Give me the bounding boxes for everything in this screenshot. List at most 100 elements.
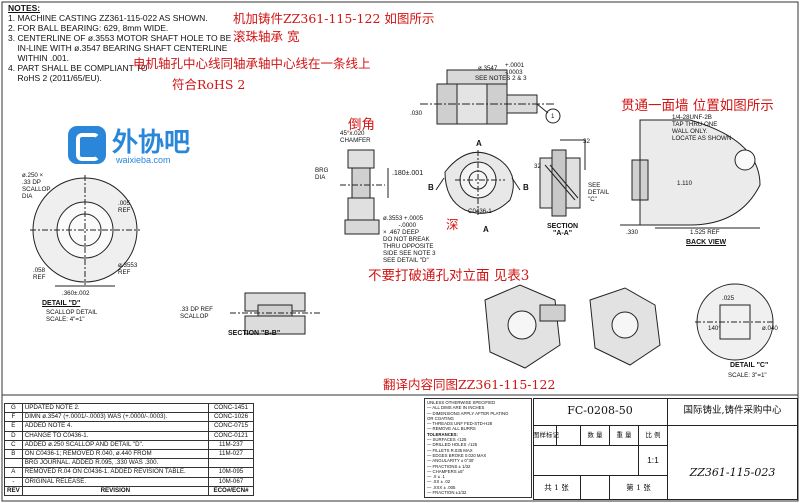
total-sheets-cell: 共 1 张: [533, 476, 581, 500]
table-row: - ORIGINAL RELEASE. 10M-067: [4, 476, 254, 487]
hdr-cell: [557, 426, 581, 446]
rev-eco: 10M-095: [208, 467, 254, 478]
detail-c-title: DETAIL "C": [730, 362, 769, 369]
tol-line: — CHAMFERS ±5°: [427, 468, 465, 474]
rev-cell: F: [4, 412, 23, 423]
dim-brg-dia: BRG DIA: [315, 167, 329, 181]
section-aa-title: SECTION "A-A": [547, 223, 579, 237]
table-row: B ON C0436-1; REMOVED R.040, ø.440 FROM …: [4, 448, 254, 460]
dim-tap-note: 1/4-28UNF-2B TAP THRU ONE WALL ONLY. LOC…: [672, 114, 732, 142]
detail-c-reference: SEE DETAIL "C": [588, 182, 610, 203]
hdr-label: 重 量: [616, 431, 632, 439]
hdr-label: 比 例: [645, 431, 661, 439]
hdr-cell: 比 例: [639, 426, 668, 446]
hdr-cell: 图样标记: [533, 426, 559, 446]
rev-desc: ADDED NOTE 4.: [21, 421, 210, 432]
table-row: G UPDATED NOTE 2. CONC-1451: [4, 402, 254, 414]
tolerance-block: UNLESS OTHERWISE SPECIFIED — ALL DIMS AR…: [424, 398, 532, 498]
logo-url: waixieba.com: [116, 155, 171, 165]
rev-eco: 11M-027: [208, 448, 254, 460]
cn-annotation-3: 电机轴孔中心线同轴承轴中心线在一条线上: [133, 56, 371, 71]
note-line-4: IN-LINE WITH ø.3547 BEARING SHAFT CENTER…: [8, 43, 228, 53]
table-row: C ADDED ø.250 SCALLOP AND DETAIL "D". 11…: [4, 439, 254, 450]
dim-ref-005: .005 REF: [118, 200, 131, 214]
detail-d-title: DETAIL "D": [42, 300, 81, 307]
rev-cell: B: [4, 448, 23, 460]
section-bb-title: SECTION "B-B": [228, 330, 281, 337]
sheet-number: 第 1 张: [626, 483, 651, 492]
section-mark-a2: A: [483, 225, 489, 234]
rev-desc: CHANGE TO C0436-1.: [21, 430, 210, 441]
dim-140deg: 140°: [708, 325, 721, 332]
tol-line: — THREADS UNF FED-STD-H28: [427, 421, 493, 427]
rev-desc: REMOVED R.04 ON C0436-1. ADDED REVISION …: [21, 467, 210, 478]
table-header-row: REV REVISION ECO#/ECN#: [4, 485, 254, 496]
hdr-cell: 数 量: [581, 426, 610, 446]
dim-bearing-tol: +.0001 -.0003: [505, 62, 525, 76]
detail-d-subtitle: SCALLOP DETAIL SCALE: 4"=1": [46, 309, 98, 323]
tol-line: — FRACTIONS ± 1/32: [427, 463, 471, 469]
rev-desc: ADDED ø.250 SCALLOP AND DETAIL "D".: [21, 439, 210, 450]
empty-cell: [581, 476, 610, 500]
rev-cell: D: [4, 430, 23, 441]
cn-annotation-1: 机加铸件ZZ361-115-122 如图所示: [233, 11, 435, 26]
tol-line: — EDGES BROKE 0.020 MAX: [427, 452, 487, 458]
note-line-2: 2. FOR BALL BEARING: 629, 8mm WIDE.: [8, 23, 169, 33]
tol-line: — DIMENSIONS APPLY AFTER PLATING: [427, 410, 509, 416]
cn-annotation-9: 翻译内容同图ZZ361-115-122: [383, 377, 556, 392]
back-view-title: BACK VIEW: [686, 239, 727, 246]
revision-header: REVISION: [21, 485, 210, 496]
dim-bearing-dia: ø.3547: [478, 65, 498, 72]
note-line-6: 4. PART SHALL BE COMPLIANT TO: [8, 63, 148, 73]
table-row: BRG JOURNAL. ADDED R.095, .330 WAS .300.: [4, 458, 254, 469]
tol-line: — DRILLED HOLES √125: [427, 442, 478, 448]
rev-eco: CONC-1026: [208, 412, 254, 423]
total-sheets: 共 1 张: [544, 483, 569, 492]
dim-180: .180±.001: [392, 170, 424, 177]
part-number: FC-0208-50: [567, 404, 633, 417]
rev-header: REV: [4, 485, 23, 496]
rev-cell: C: [4, 439, 23, 450]
dim-025: .025: [722, 295, 735, 302]
tol-line: — FILLETS R.035 MAX: [427, 447, 473, 453]
detail-c-subtitle: SCALE: 3"=1": [728, 372, 767, 379]
cn-annotation-6: 贯通一面墙 位置如图所示: [621, 98, 774, 114]
dim-motor-hole: ø.3553 +.0005 -.0000 × .467 DEEP DO NOT …: [383, 215, 436, 264]
title-block: [533, 398, 798, 500]
dim-1110: 1.110: [677, 180, 693, 187]
notes-heading: NOTES:: [8, 3, 41, 13]
dim-ref-058: .058 REF: [33, 267, 46, 281]
tol-line: — .XXX ± .005: [427, 484, 456, 490]
rev-eco: [208, 458, 254, 469]
rev-eco: 11M-237: [208, 439, 254, 450]
rev-eco: CONC-0715: [208, 421, 254, 432]
rev-desc: DIMN ø.3547 (+.0001/-.0003) WAS (+.0000/…: [21, 412, 210, 423]
balloon-label: 1: [551, 113, 555, 120]
table-row: D CHANGE TO C0436-1. CONC-0121: [4, 430, 254, 441]
rev-eco: CONC-1451: [208, 402, 254, 414]
table-row: F DIMN ø.3547 (+.0001/-.0003) WAS (+.000…: [4, 412, 254, 423]
tol-line: — ANGULARITY ± 0°30': [427, 458, 475, 464]
dim-1525: 1.525 REF: [690, 229, 720, 236]
section-mark-a1: A: [476, 139, 482, 148]
tol-line: — .X ± .1: [427, 474, 445, 480]
logo-glyph: [76, 133, 100, 161]
tol-line: — FRACTION ±1/32: [427, 490, 467, 496]
dim-330: .330: [626, 229, 639, 236]
empty-cell: [533, 446, 639, 476]
cn-annotation-8: 不要打破通孔对立面 见表3: [368, 268, 530, 284]
part-c0436: C0436-1: [468, 208, 492, 215]
cn-annotation-7: 深: [446, 217, 459, 232]
dim-32-b: 32: [534, 163, 541, 170]
tol-line: OR COATING: [427, 415, 454, 421]
eco-header: ECO#/ECN#: [208, 485, 254, 496]
dim-030: .030: [410, 110, 423, 117]
dim-chamfer: 45°x.020 CHAMFER: [340, 130, 371, 144]
tol-line: — REMOVE ALL BURRS: [427, 426, 476, 432]
dim-040: ø.040: [762, 325, 778, 332]
dim-32-a: 32: [583, 138, 590, 145]
note-line-7: RoHS 2 (2011/65/EU).: [8, 73, 102, 83]
drawing-number: ZZ361-115-023: [689, 466, 776, 479]
rev-cell: A: [4, 467, 23, 478]
